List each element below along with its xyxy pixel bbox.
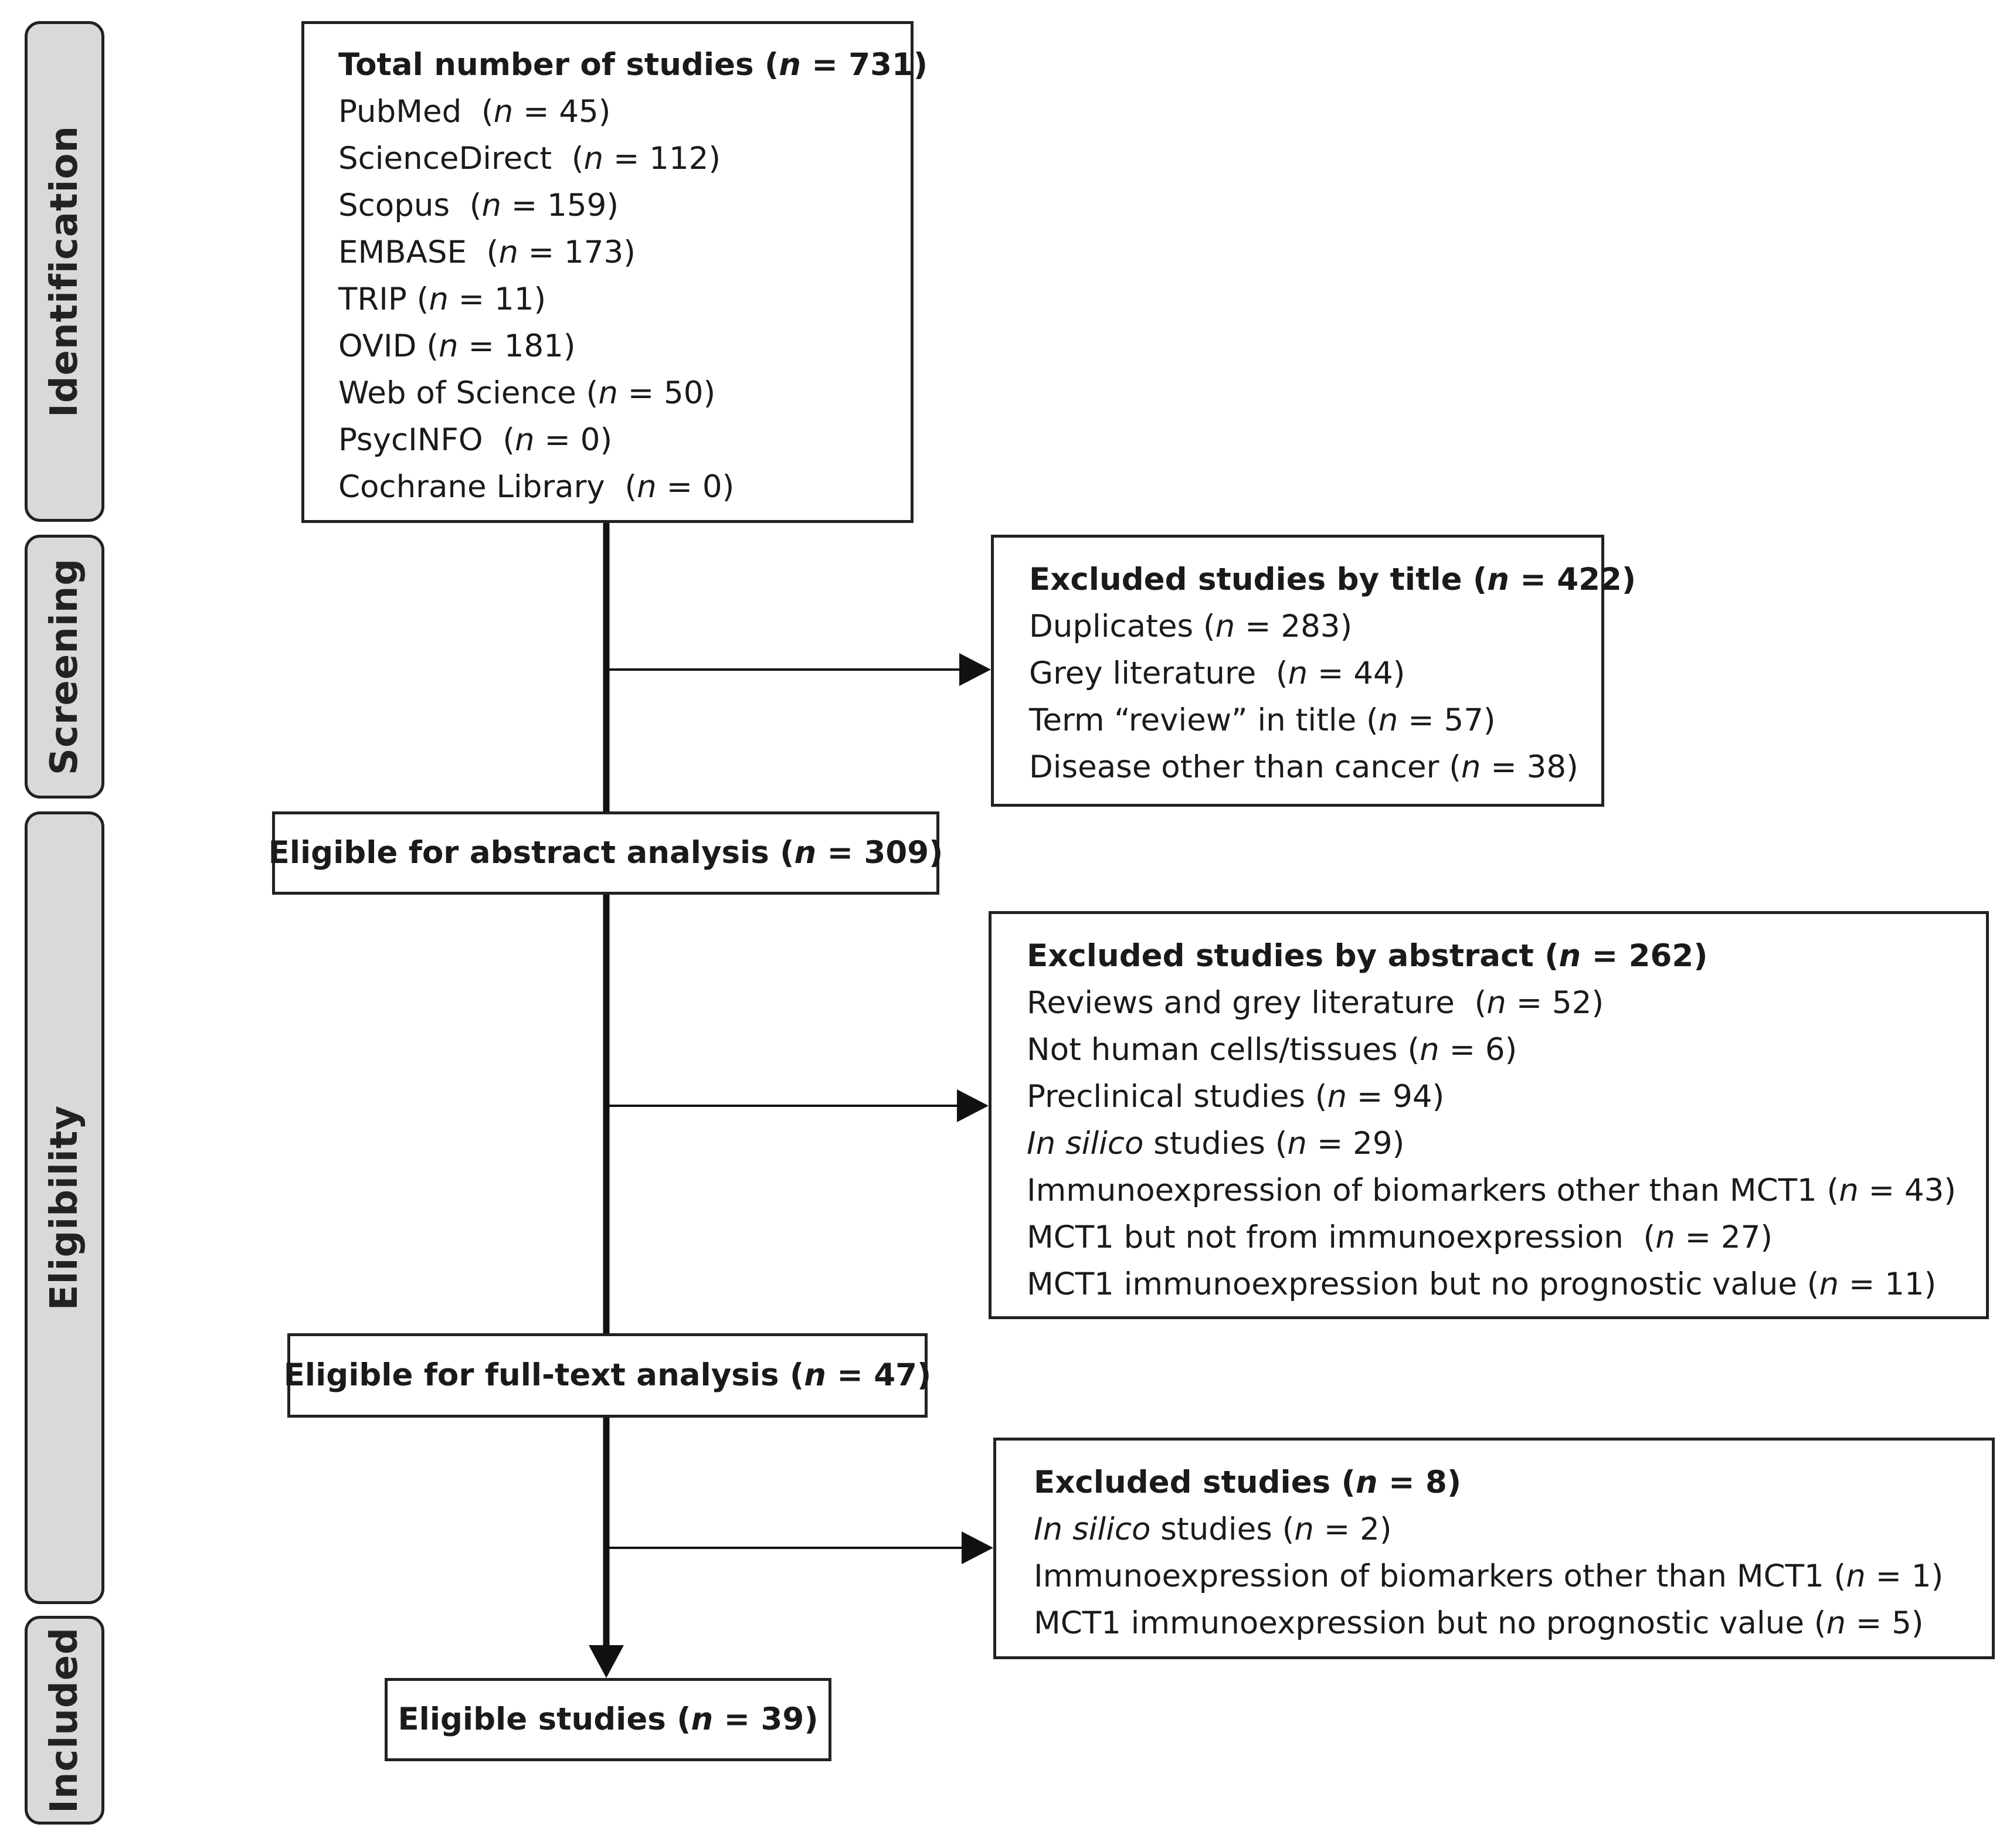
source-trip: TRIP (n = 11): [338, 281, 546, 317]
excluded-other-disease: Disease other than cancer (n = 38): [1029, 749, 1578, 785]
stage-eligibility: Eligibility: [25, 811, 104, 1604]
excluded-fulltext-box: Excluded studies (n = 8) In silico studi…: [993, 1438, 1995, 1659]
arrow-right-excluded-title: [959, 653, 991, 686]
main-spine: [589, 523, 624, 1678]
source-pubmed: PubMed (n = 45): [338, 94, 611, 130]
fulltext-analysis-label: Eligible for full-text analysis (n = 47): [283, 1357, 932, 1393]
arrow-right-excluded-abstract: [957, 1089, 989, 1122]
source-ovid: OVID (n = 181): [338, 328, 576, 364]
source-embase: EMBASE (n = 173): [338, 235, 636, 270]
excluded-not-human: Not human cells/tissues (n = 6): [1027, 1032, 1517, 1068]
excluded-by-abstract-heading: Excluded studies by abstract (n = 262): [1027, 938, 1708, 974]
abstract-analysis-label: Eligible for abstract analysis (n = 309): [268, 835, 943, 871]
excluded-other-biomarkers: Immunoexpression of biomarkers other tha…: [1027, 1173, 1957, 1208]
source-sciencedirect: ScienceDirect (n = 112): [338, 141, 721, 176]
excluded-ft-no-prognostic: MCT1 immunoexpression but no prognostic …: [1034, 1605, 1924, 1641]
excluded-no-prognostic: MCT1 immunoexpression but no prognostic …: [1027, 1266, 1937, 1302]
fulltext-analysis-box: Eligible for full-text analysis (n = 47): [284, 1333, 931, 1418]
stage-identification: Identification: [25, 21, 104, 522]
excluded-fulltext-heading: Excluded studies (n = 8): [1034, 1465, 1462, 1500]
excluded-by-title-heading: Excluded studies by title (n = 422): [1029, 562, 1636, 597]
eligible-studies-box: Eligible studies (n = 39): [385, 1678, 831, 1761]
arrow-down-to-final: [589, 1645, 624, 1678]
excluded-ft-in-silico: In silico studies (n = 2): [1034, 1511, 1392, 1547]
excluded-preclinical: Preclinical studies (n = 94): [1027, 1079, 1445, 1115]
source-web-of-science: Web of Science (n = 50): [338, 375, 716, 411]
excluded-ft-other-biomarkers: Immunoexpression of biomarkers other tha…: [1034, 1558, 1944, 1594]
stage-screening: Screening: [25, 535, 104, 799]
branch-arrows: [606, 653, 993, 1564]
total-studies-box: Total number of studies (n = 731) PubMed…: [301, 21, 928, 523]
abstract-analysis-box: Eligible for abstract analysis (n = 309): [269, 811, 943, 895]
excluded-mct1-not-immuno: MCT1 but not from immunoexpression (n = …: [1027, 1219, 1773, 1255]
excluded-by-title-box: Excluded studies by title (n = 422) Dupl…: [991, 535, 1636, 807]
excluded-reviews-grey: Reviews and grey literature (n = 52): [1027, 985, 1604, 1021]
excluded-review-in-title: Term “review” in title (n = 57): [1029, 702, 1496, 738]
eligible-studies-label: Eligible studies (n = 39): [398, 1701, 819, 1737]
source-scopus: Scopus (n = 159): [338, 188, 619, 223]
excluded-grey-literature: Grey literature (n = 44): [1029, 655, 1405, 691]
total-studies-title: Total number of studies (n = 731): [338, 47, 928, 83]
source-psycinfo: PsycINFO (n = 0): [338, 422, 613, 458]
stage-included: Included: [25, 1616, 104, 1825]
source-cochrane: Cochrane Library (n = 0): [338, 469, 735, 505]
arrow-right-excluded-fulltext: [962, 1531, 993, 1564]
excluded-in-silico: In silico studies (n = 29): [1027, 1126, 1405, 1161]
excluded-by-abstract-box: Excluded studies by abstract (n = 262) R…: [989, 911, 1989, 1319]
excluded-duplicates: Duplicates (n = 283): [1029, 609, 1353, 644]
